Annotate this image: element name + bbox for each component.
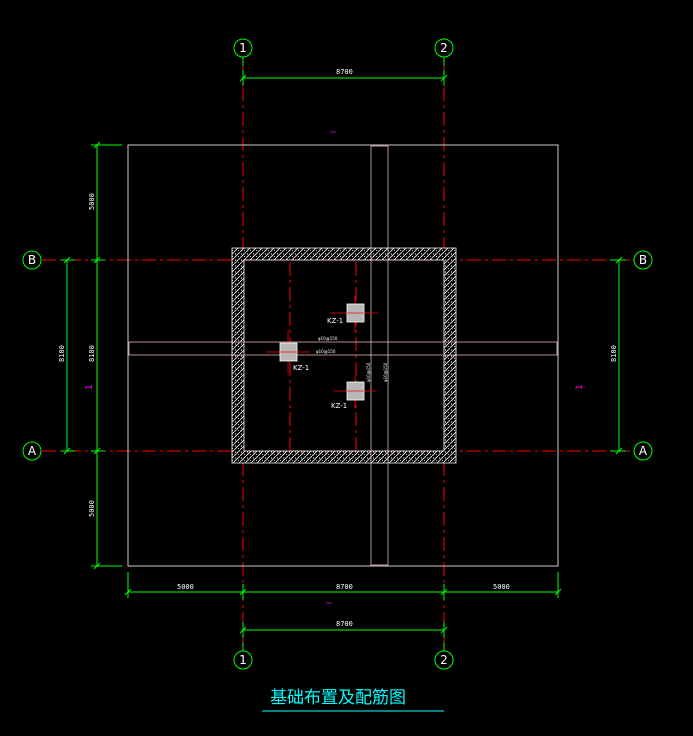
- right-dimension: [610, 256, 626, 455]
- drawing-title: 基础布置及配筋图: [270, 688, 406, 708]
- column-label: KZ-1: [331, 402, 347, 410]
- grid-bubble-2-top: [434, 38, 454, 66]
- left-dimension-inner: [61, 256, 75, 455]
- grid-bubble-a-left: [22, 441, 42, 461]
- vertical-beam-strip: [370, 145, 389, 566]
- grid-label: A: [639, 444, 648, 458]
- section-marker-bottom: ~: [325, 599, 333, 609]
- dimension-text-left-inner: 8100: [58, 345, 66, 362]
- dimension-text-left-middle: 8100: [88, 345, 96, 362]
- grid-bubble-2-bottom: [434, 642, 454, 670]
- grid-label: 2: [440, 41, 448, 55]
- column-label: KZ-1: [293, 364, 309, 372]
- grid-bubble-1-bottom: [233, 642, 253, 670]
- column-kz1-a: [330, 296, 378, 332]
- column-kz1-b: [266, 330, 310, 374]
- bottom-dimension-segments: [124, 572, 562, 600]
- dimension-text-right: 8100: [610, 345, 618, 362]
- section-marker-right: 1: [575, 384, 585, 390]
- grid-label: A: [28, 444, 37, 458]
- grid-bubble-a-right: [633, 441, 653, 461]
- top-dimension: [239, 70, 448, 86]
- grid-label: B: [639, 253, 647, 267]
- grid-bubble-b-left: [22, 250, 42, 270]
- beam-rebar-label: φ10@150: [383, 362, 388, 382]
- dimension-text-bottom-right: 5000: [493, 583, 510, 591]
- dimension-text-bottom: 8700: [336, 620, 353, 628]
- dimension-text-left-bottom: 5000: [88, 500, 96, 517]
- grid-label: 1: [239, 41, 247, 55]
- left-dimension-outer: [91, 141, 122, 570]
- pit-wall-hatch: [231, 247, 457, 464]
- beam-rebar-label: φ10@150: [366, 362, 371, 382]
- slab-outline: [127, 144, 559, 567]
- beam-rebar-label: φ10@150: [316, 349, 336, 354]
- grid-label: 2: [440, 653, 448, 667]
- section-marker-top: ~: [329, 128, 337, 138]
- column-label: KZ-1: [327, 317, 343, 325]
- horizontal-beam-strip: [128, 341, 558, 356]
- dimension-text-top: 8700: [336, 68, 353, 76]
- grid-label: 1: [239, 653, 247, 667]
- column-kz1-c: [334, 376, 376, 408]
- grid-label: B: [28, 253, 36, 267]
- grid-bubble-b-right: [633, 250, 653, 270]
- section-marker-left: 1: [85, 384, 95, 390]
- dimension-text-left-top: 5000: [88, 193, 96, 210]
- beam-rebar-label: φ10@150: [318, 336, 338, 341]
- dimension-text-bottom-middle: 8700: [336, 583, 353, 591]
- dimension-text-bottom-left: 5000: [177, 583, 194, 591]
- bottom-dimension-outer: [239, 622, 448, 638]
- grid-bubble-1-top: [233, 38, 253, 66]
